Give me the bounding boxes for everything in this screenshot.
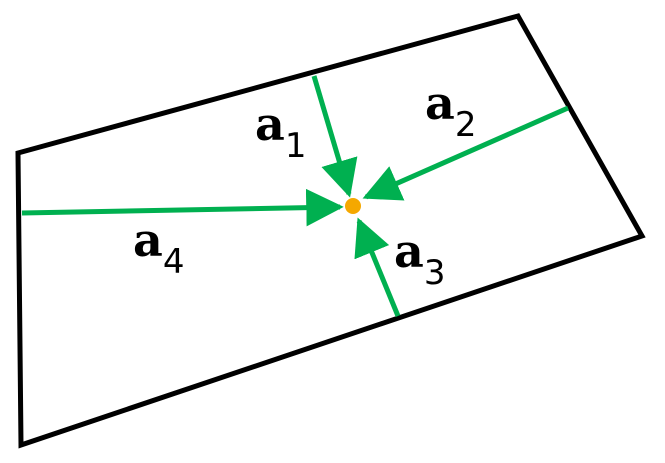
arrow-a3 (354, 217, 401, 317)
quadrilateral-outline (15, 13, 646, 449)
label-a1-letter: a (255, 97, 285, 151)
arrow-a2 (362, 105, 570, 201)
arrow-a1 (311, 75, 358, 198)
label-a1: a1 (255, 97, 306, 166)
label-a3-subscript: 3 (424, 253, 446, 293)
label-a3-letter: a (394, 224, 424, 278)
label-a3: a3 (394, 224, 445, 293)
center-point (345, 198, 361, 214)
label-a4-letter: a (133, 213, 163, 267)
label-a2-letter: a (425, 76, 455, 130)
label-a4-subscript: 4 (163, 242, 185, 282)
label-a1-subscript: 1 (285, 126, 307, 166)
arrow-a4 (21, 188, 344, 227)
label-a4: a4 (133, 213, 184, 282)
label-a2-subscript: 2 (455, 105, 477, 145)
label-a2: a2 (425, 76, 476, 145)
